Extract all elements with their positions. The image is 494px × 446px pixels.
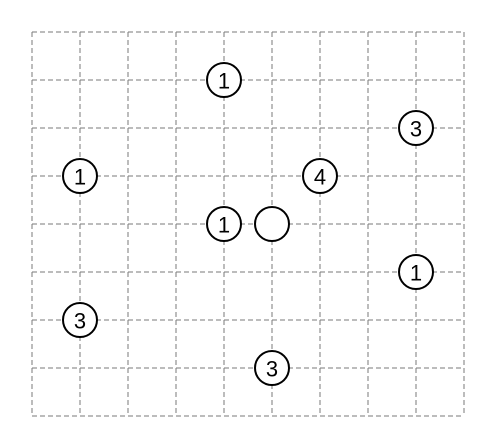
island-node[interactable] xyxy=(254,206,290,242)
island-node[interactable]: 1 xyxy=(206,206,242,242)
island-circle[interactable] xyxy=(398,254,434,290)
island-label: 1 xyxy=(74,165,86,190)
island-label: 1 xyxy=(218,69,230,94)
island-node[interactable]: 1 xyxy=(398,254,434,290)
island-label: 3 xyxy=(74,309,86,334)
island-label: 3 xyxy=(266,357,278,382)
island-circle[interactable] xyxy=(398,110,434,146)
island-node[interactable]: 4 xyxy=(302,158,338,194)
island-node[interactable]: 1 xyxy=(206,62,242,98)
island-circle[interactable] xyxy=(206,62,242,98)
islands-layer: 1 3 1 4 1 1 3 3 xyxy=(62,62,434,386)
island-circle[interactable] xyxy=(62,302,98,338)
island-node[interactable]: 3 xyxy=(398,110,434,146)
island-circle[interactable] xyxy=(254,350,290,386)
island-label: 1 xyxy=(218,213,230,238)
island-label: 4 xyxy=(314,165,326,190)
island-node[interactable]: 1 xyxy=(62,158,98,194)
island-circle[interactable] xyxy=(254,206,290,242)
island-circle[interactable] xyxy=(206,206,242,242)
island-circle[interactable] xyxy=(302,158,338,194)
island-circle[interactable] xyxy=(62,158,98,194)
island-node[interactable]: 3 xyxy=(62,302,98,338)
island-label: 1 xyxy=(410,261,422,286)
puzzle-grid xyxy=(31,31,465,417)
island-label: 3 xyxy=(410,117,422,142)
island-node[interactable]: 3 xyxy=(254,350,290,386)
